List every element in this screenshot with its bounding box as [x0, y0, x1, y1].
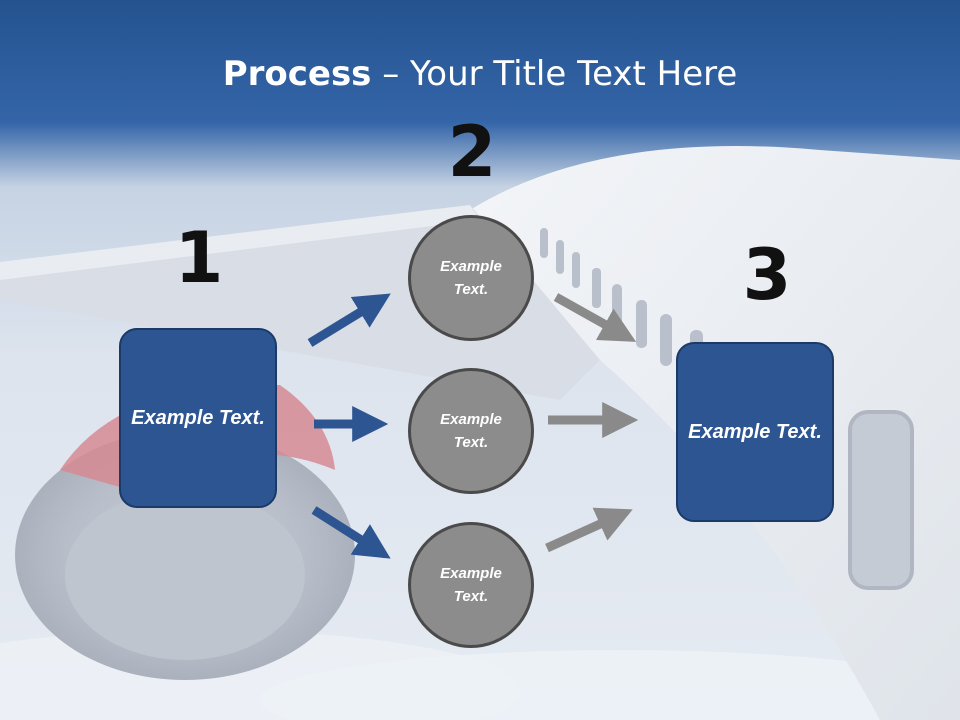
slide-title: Process – Your Title Text Here	[0, 52, 960, 96]
step-2-circle-middle: Example Text.	[408, 368, 534, 494]
title-bold: Process	[222, 54, 372, 94]
step-1-number: 1	[174, 217, 224, 299]
arrow-2a-to-3	[553, 293, 637, 342]
step-1-box: Example Text.	[119, 328, 277, 508]
arrow-1-to-2c	[311, 506, 391, 559]
step-3-box: Example Text.	[676, 342, 834, 522]
step-2-number: 2	[447, 111, 497, 193]
step-1-label: Example Text.	[131, 406, 265, 429]
arrow-2c-to-3	[545, 507, 633, 553]
step-2-circle-top: Example Text.	[408, 215, 534, 341]
step-3-number: 3	[742, 234, 792, 316]
step-3-label: Example Text.	[688, 420, 822, 443]
arrow-1-to-2a	[307, 293, 391, 347]
step-2-label-top: Example Text.	[440, 258, 502, 298]
title-rest: – Your Title Text Here	[371, 54, 738, 94]
step-2-label-bottom: Example Text.	[440, 565, 502, 605]
step-2-label-middle: Example Text.	[440, 411, 502, 451]
step-2-circle-bottom: Example Text.	[408, 522, 534, 648]
